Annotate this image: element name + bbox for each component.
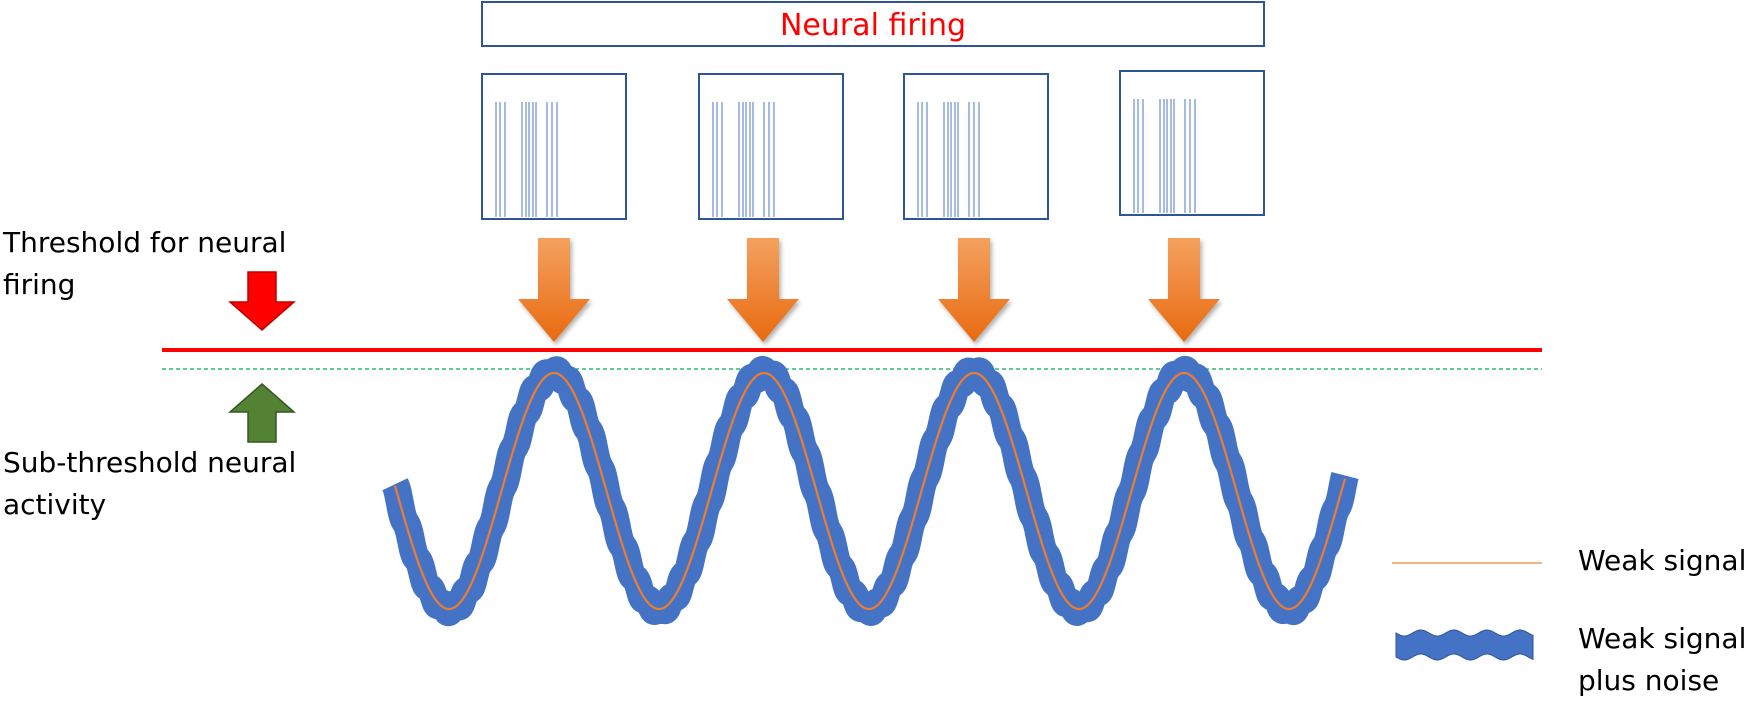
noise-band-waveform	[381, 355, 1359, 627]
legend-noise-label-line-2: plus noise	[1578, 664, 1720, 697]
red-down-arrow-icon	[228, 271, 296, 331]
spike-raster-group	[481, 70, 1265, 220]
subthreshold-label-line-1: Sub-threshold neural	[3, 446, 297, 479]
orange-down-arrow-icon	[727, 238, 799, 342]
spike-raster-box	[481, 73, 627, 220]
subthreshold-label-line-2: activity	[3, 488, 107, 521]
threshold-label-line-2: firing	[3, 268, 76, 301]
neural-firing-banner	[481, 1, 1265, 47]
legend-weak-signal-label: Weak signal	[1578, 544, 1747, 577]
spike-raster-box	[698, 73, 844, 220]
neural-firing-title: Neural firing	[779, 8, 967, 43]
weak-signal-waveform	[393, 371, 1347, 611]
threshold-label: Threshold for neural firing	[3, 222, 286, 306]
spike-raster-box	[903, 73, 1049, 220]
orange-down-arrow-icon	[1148, 238, 1220, 342]
subthreshold-label: Sub-threshold neural activity	[3, 442, 296, 526]
legend-noise-label-line-1: Weak signal	[1578, 622, 1747, 655]
legend-noise-label: Weak signal plus noise	[1578, 618, 1746, 702]
legend-noise-swatch	[1395, 629, 1534, 661]
spike-raster-box	[1119, 70, 1265, 216]
firing-arrow-group	[518, 238, 1220, 342]
orange-down-arrow-icon	[938, 238, 1010, 342]
green-up-arrow-icon	[228, 383, 296, 443]
orange-down-arrow-icon	[518, 238, 590, 342]
threshold-label-line-1: Threshold for neural	[3, 226, 287, 259]
